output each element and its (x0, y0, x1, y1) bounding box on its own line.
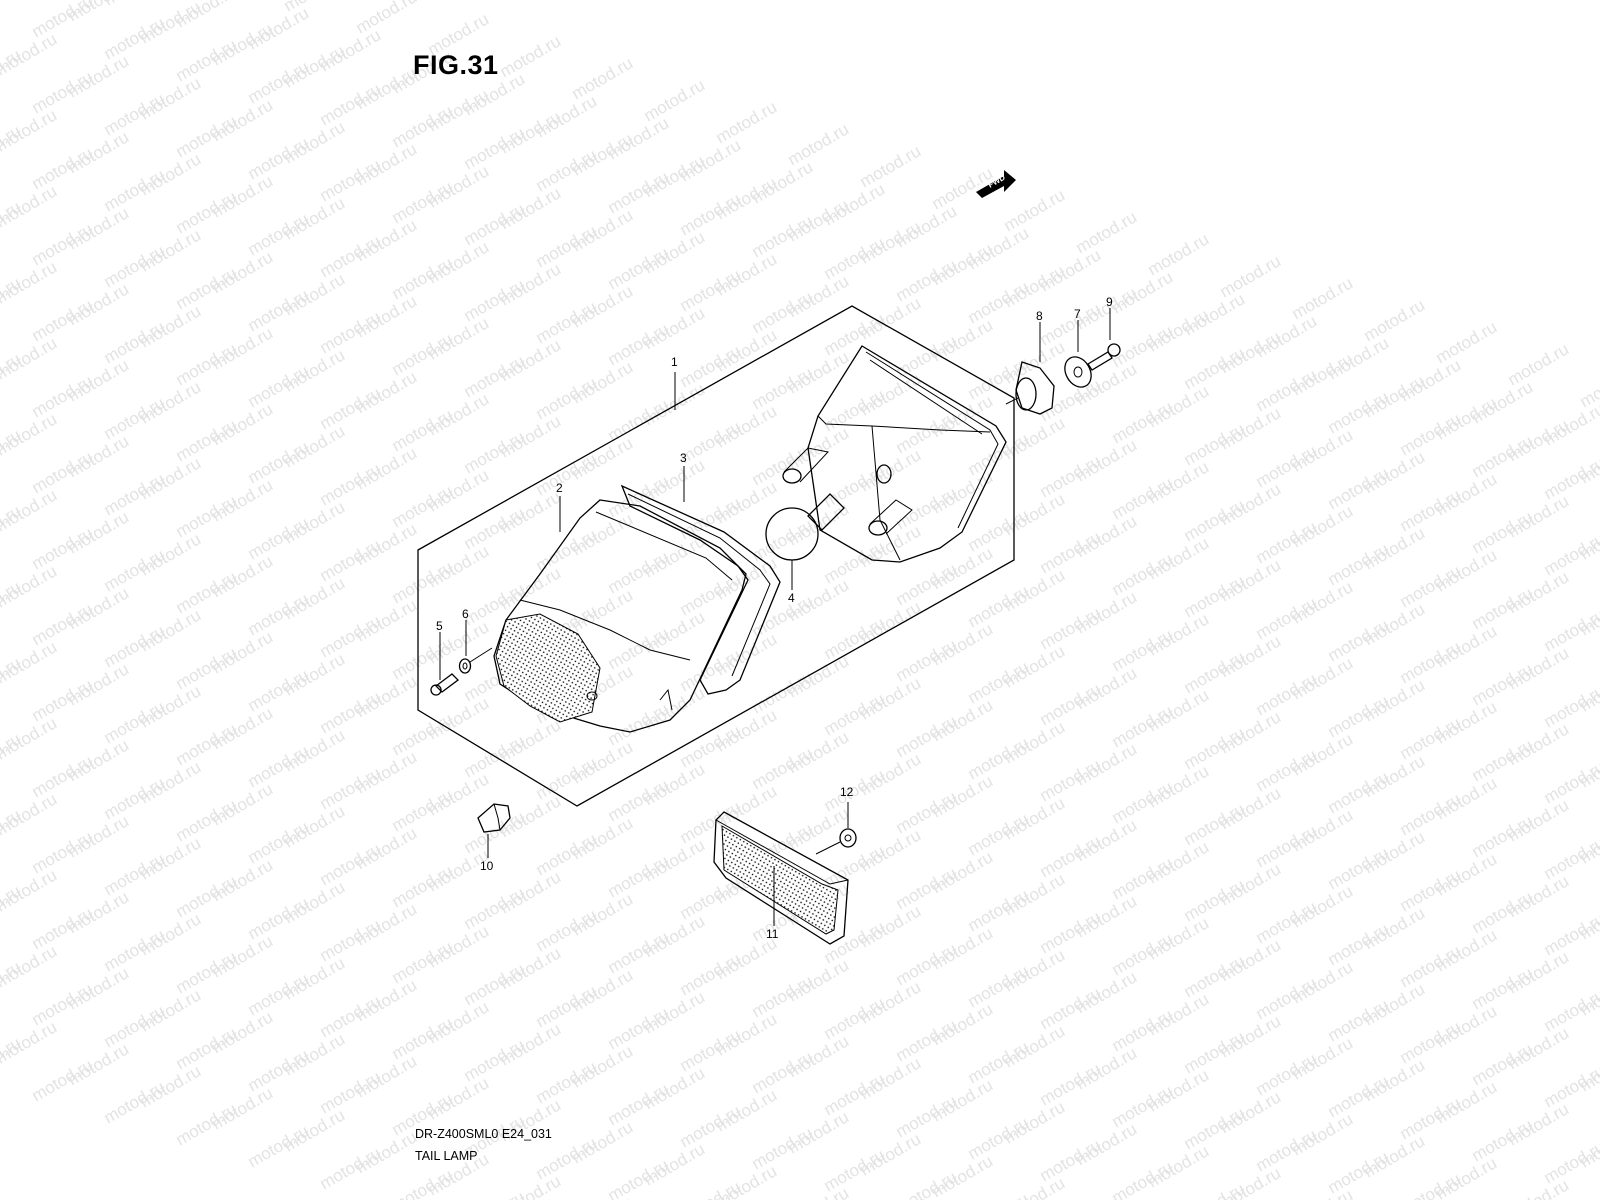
model-code: DR-Z400SML0 E24_031 (415, 1127, 552, 1141)
callout-2: 2 (556, 481, 563, 495)
figure-title: FIG.31 (413, 50, 499, 80)
washer-large (1064, 356, 1092, 388)
assembly-box (417, 305, 1015, 807)
grommet (1015, 361, 1055, 415)
lamp-housing (782, 345, 1007, 563)
nut (477, 803, 511, 833)
figure-name: TAIL LAMP (415, 1149, 478, 1163)
leader-lines (439, 308, 1111, 926)
callout-6: 6 (462, 607, 469, 621)
callout-8: 8 (1036, 309, 1043, 323)
gasket (620, 484, 781, 695)
callout-3: 3 (680, 451, 687, 465)
callout-5: 5 (436, 619, 443, 633)
callout-7: 7 (1074, 307, 1081, 321)
reflector (713, 811, 849, 945)
callout-10: 10 (480, 859, 494, 873)
callouts: 1 2 3 4 5 6 7 8 9 10 11 12 (436, 295, 1113, 941)
washer (458, 658, 472, 674)
nut-12 (839, 828, 857, 848)
bulb (765, 493, 845, 561)
screw (430, 673, 459, 696)
callout-1: 1 (671, 355, 678, 369)
lens (493, 499, 747, 733)
screw-9 (1087, 343, 1121, 371)
callout-4: 4 (788, 591, 795, 605)
fwd-arrow-icon: FWD (976, 170, 1016, 198)
callout-9: 9 (1106, 295, 1113, 309)
callout-11: 11 (766, 927, 779, 941)
callout-12: 12 (840, 785, 854, 799)
